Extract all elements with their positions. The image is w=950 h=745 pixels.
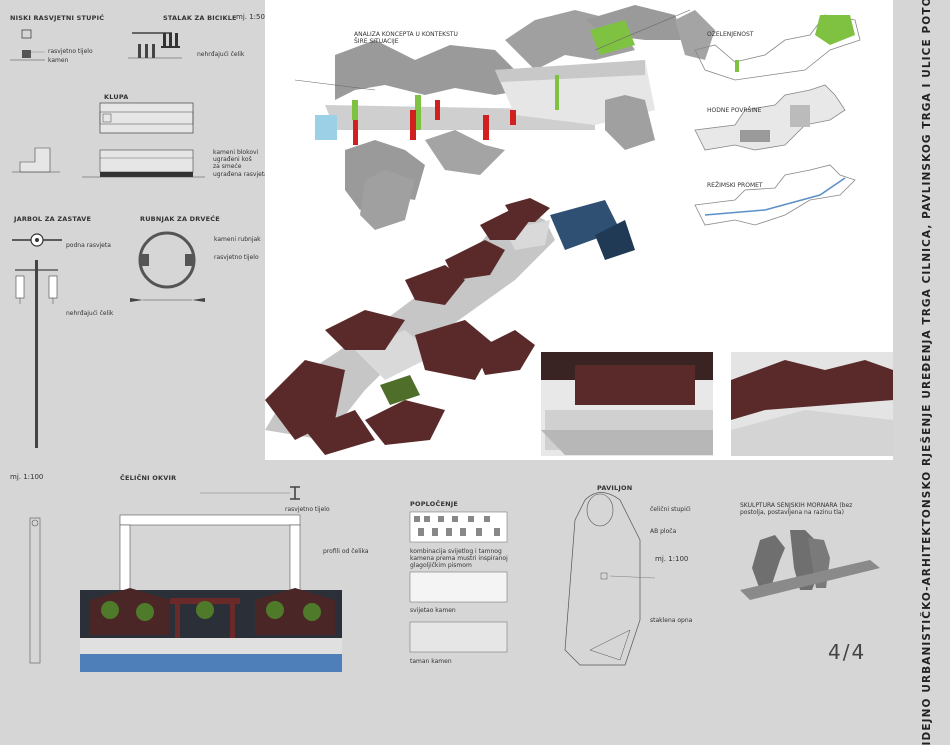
render-3 <box>731 352 893 456</box>
frame-label-steel: profili od čelika <box>323 548 369 555</box>
page-number: 4/4 <box>828 640 867 664</box>
render-2 <box>541 352 713 456</box>
flagpole-title: JARBOL ZA ZASTAVE <box>14 215 92 223</box>
sheet-title: IDEJNO URBANISTIČKO-ARHITEKTONSKO RJEŠEN… <box>921 0 933 745</box>
paving-light-label: svijetao kamen <box>410 607 456 614</box>
street-furniture-details <box>10 29 205 448</box>
tree-edge-title: RUBNJAK ZA DRVEĆE <box>140 215 220 223</box>
flagpole-label-steel: nehrđajući čelik <box>66 310 114 317</box>
pavilion-label-glass: staklena opna <box>650 617 693 624</box>
paving-desc-2: kamena prema mustri inspiranoj <box>410 555 508 562</box>
flagpole-label-light: podna rasvjeta <box>66 242 111 249</box>
lamp-label-stone: kamen <box>48 57 69 64</box>
traffic-diagram <box>694 164 856 226</box>
tree-edge-label-stone: kameni rubnjak <box>214 236 261 243</box>
tree-edge-label-light: rasvjetno tijelo <box>214 254 259 261</box>
bench-label-bin2: za smeće <box>213 163 242 170</box>
pavilion-label-posts: čelični stupići <box>650 506 691 513</box>
lamp-title: NISKI RASVJETNI STUPIĆ <box>10 14 105 22</box>
paving-desc-1: kombinacija svijetlog i tamnog <box>410 548 502 555</box>
bike-label-steel: nehrđajući čelik <box>197 51 245 58</box>
pavilion-scale: mj. 1:100 <box>655 555 689 563</box>
bottom-details <box>29 486 880 672</box>
paving-dark-label: taman kamen <box>410 658 452 665</box>
pavilion-title: PAVILJON <box>597 484 633 492</box>
sculpture-title-2: postolja, postavljena na razinu tla) <box>740 509 844 516</box>
frame-label-light: rasvjetno tijelo <box>285 506 330 513</box>
site-and-renders <box>265 5 893 456</box>
paving-desc-3: glagoljičkim pismom <box>410 562 472 569</box>
site-title-1: ANALIZA KONCEPTA U KONTEKSTU <box>354 31 458 38</box>
sculpture-title-1: SKULPTURA SENJSKIH MORNARA (bez <box>740 502 853 509</box>
scale-bottom: mj. 1:100 <box>10 473 44 481</box>
bench-label-light: ugrađena rasvjeta <box>213 171 268 178</box>
bike-title: STALAK ZA BICIKLE <box>163 14 237 22</box>
bench-label-bin: ugrađeni koš <box>213 156 252 163</box>
walk-diagram <box>694 84 846 151</box>
site-plan <box>294 5 715 230</box>
main-3d-render <box>265 198 635 455</box>
diagram-green-title: OZELENJENOST <box>707 31 754 38</box>
diagram-walk-title: HODNE POVRŠINE <box>707 107 762 114</box>
diagram-traffic-title: REŽIMSKI PROMET <box>707 182 763 189</box>
paving-title: POPLOČENJE <box>410 500 458 508</box>
site-title-2: ŠIRE SITUACIJE <box>354 38 399 45</box>
green-diagram <box>694 14 861 81</box>
bench-label-blocks: kameni blokovi <box>213 149 259 156</box>
bench-title: KLUPA <box>104 93 129 101</box>
frame-title: ČELIČNI OKVIR <box>120 474 177 482</box>
scale-top: mj. 1:50 <box>236 13 265 21</box>
lamp-label-light: rasvjetno tijelo <box>48 48 93 55</box>
pavilion-label-slab: AB ploča <box>650 528 677 535</box>
